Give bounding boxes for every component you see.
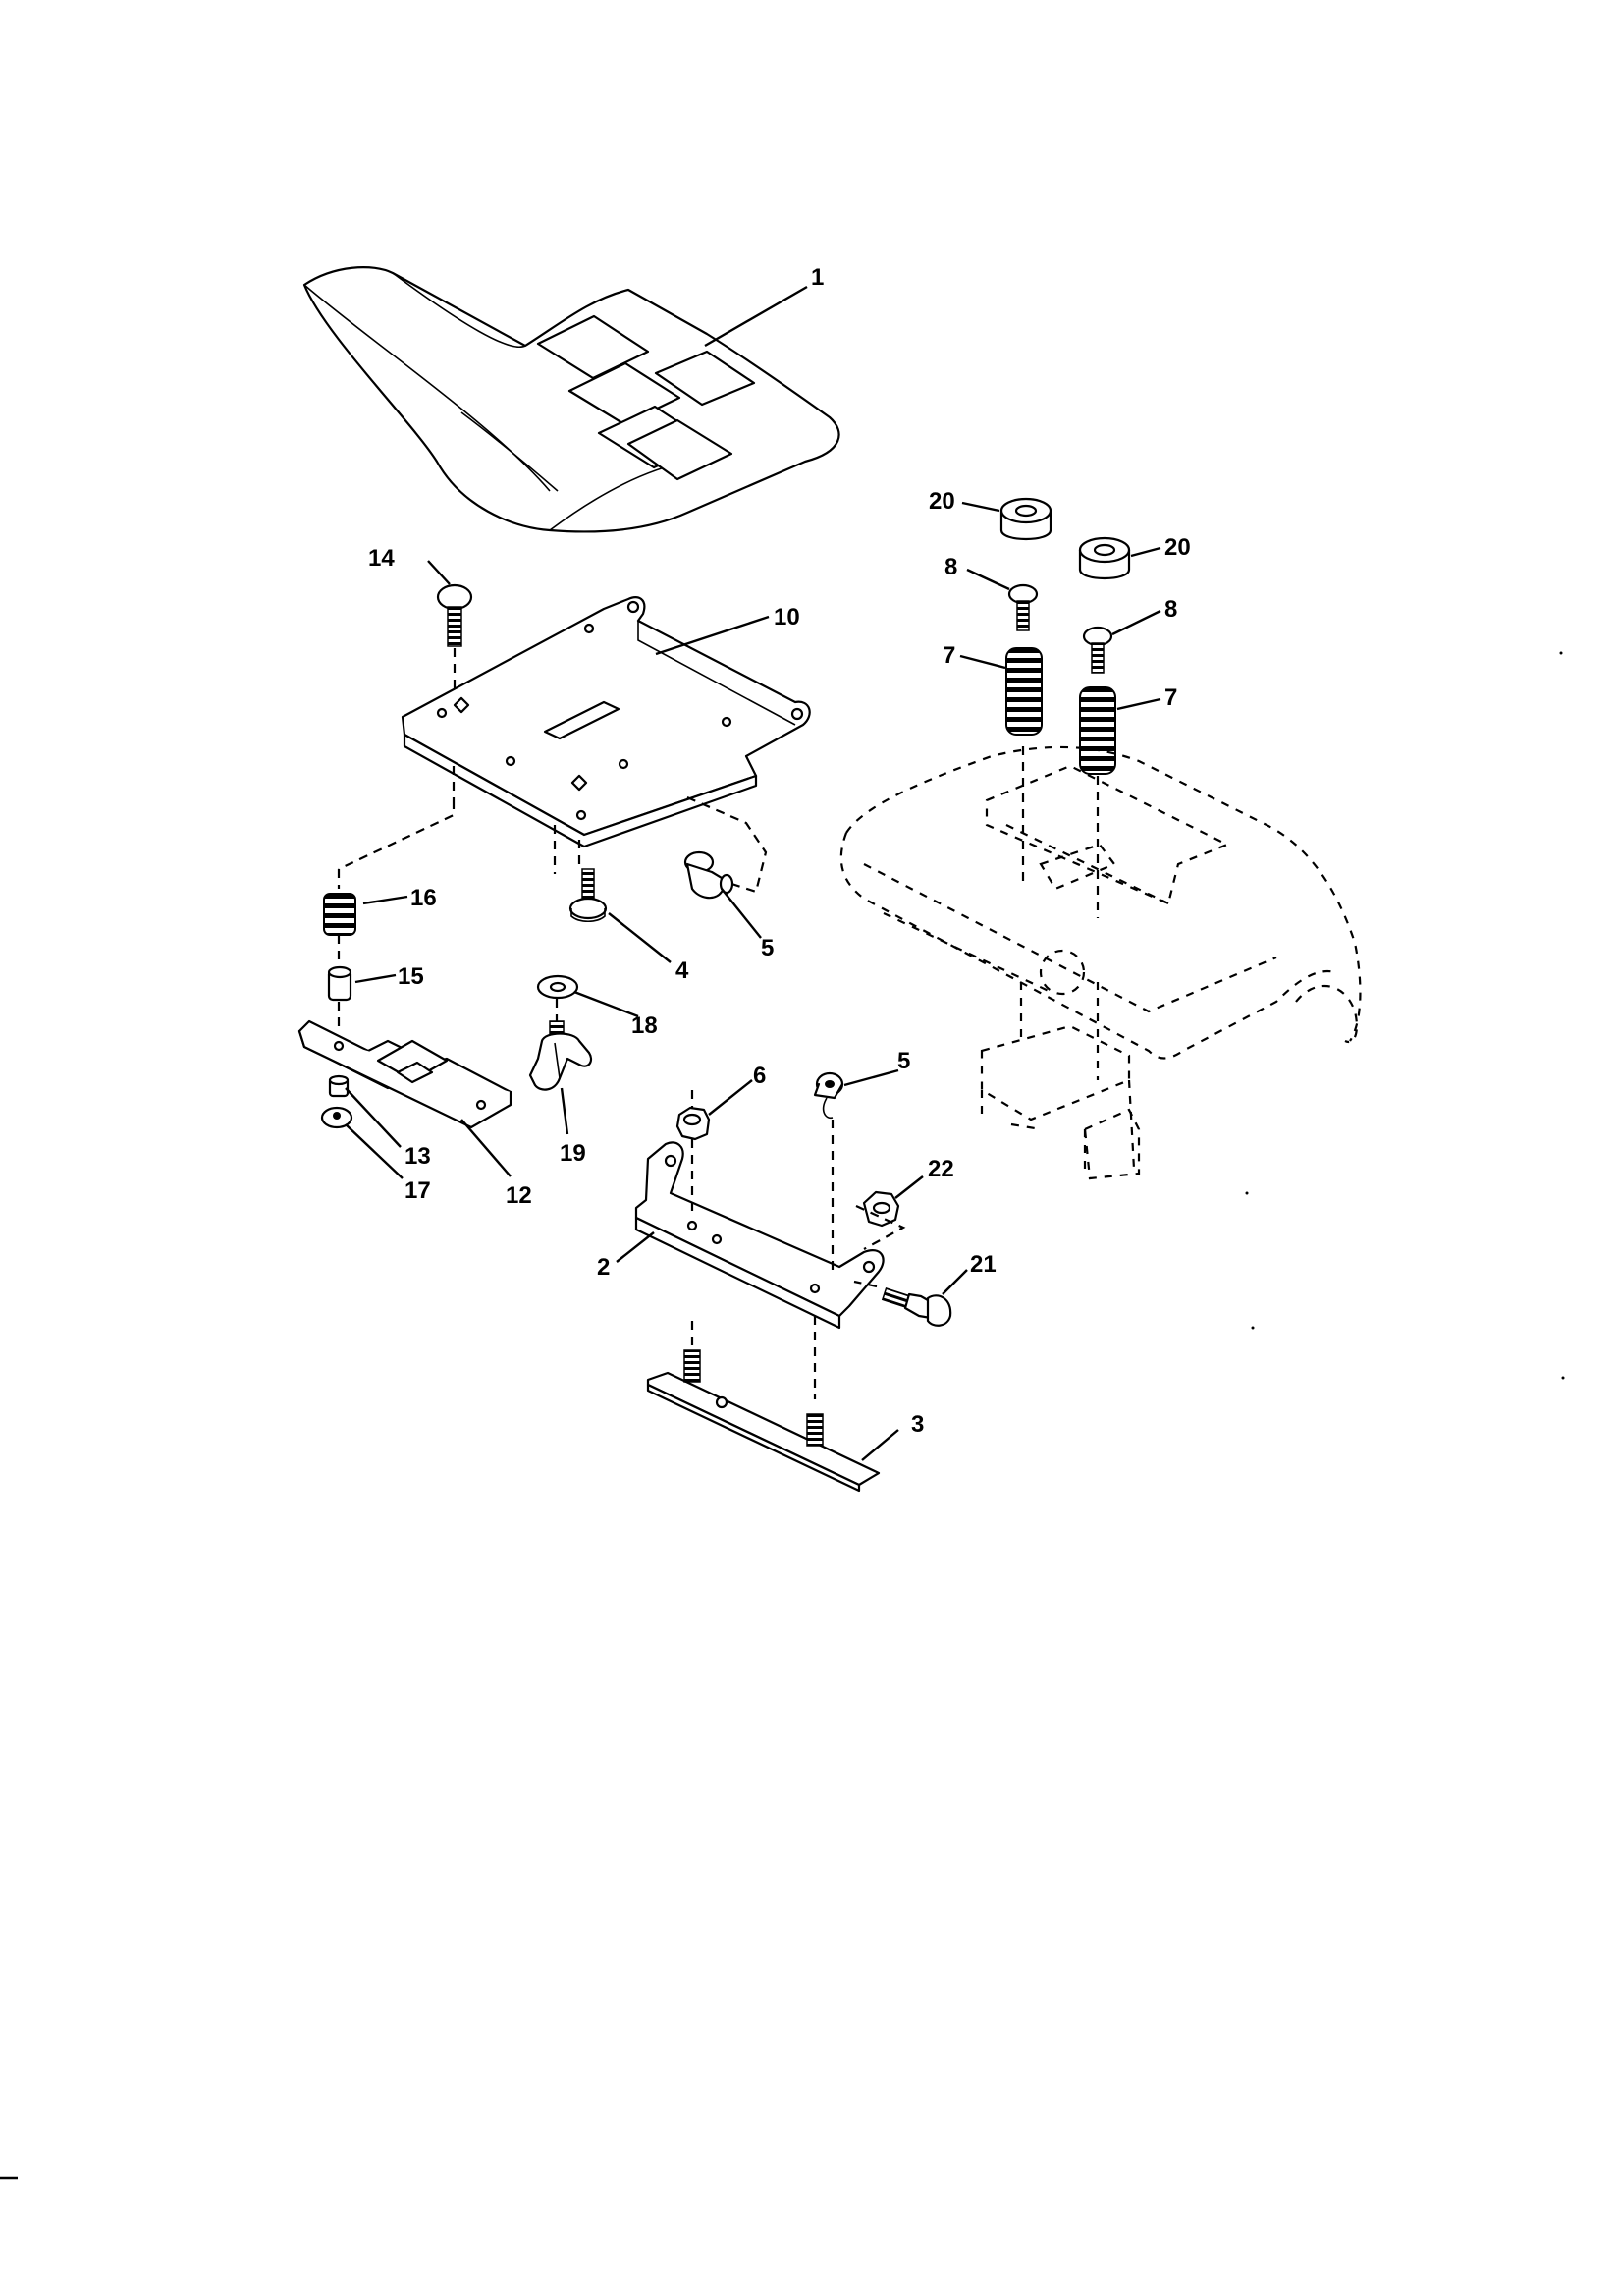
stray-mark <box>1245 1191 1249 1195</box>
callout-2: 2 <box>597 1254 610 1281</box>
stray-mark <box>1559 651 1563 655</box>
hex-nut-part <box>675 1090 711 1141</box>
callout-22: 22 <box>928 1156 954 1182</box>
shoulder-bolt-part <box>568 868 608 923</box>
seat-knob-part <box>528 999 593 1091</box>
hairpin-clip-upper-part <box>683 795 768 900</box>
callout-5a: 5 <box>761 935 774 961</box>
spring-bolt-part <box>1007 583 1039 631</box>
stray-mark <box>1251 1326 1255 1330</box>
callout-1: 1 <box>811 264 824 291</box>
seat-pan-part <box>401 596 811 874</box>
spacer-part <box>999 497 1052 540</box>
tractor-body-outline <box>839 745 1362 1180</box>
callout-17: 17 <box>404 1177 431 1204</box>
callout-7a: 7 <box>943 642 955 669</box>
seat-hinge-bracket-part <box>634 1120 885 1330</box>
seat-bracket-plate-part <box>297 1002 512 1129</box>
callout-3: 3 <box>911 1411 924 1438</box>
mounting-plate-part <box>646 1316 881 1493</box>
callout-4: 4 <box>675 957 689 984</box>
callout-14: 14 <box>368 545 395 572</box>
bushing-part <box>327 965 352 1002</box>
callout-8a: 8 <box>944 554 957 580</box>
callout-18: 18 <box>631 1012 658 1039</box>
nut-small-part <box>328 1074 350 1098</box>
seat-part <box>302 266 840 533</box>
stray-mark <box>1561 1376 1565 1380</box>
callout-15: 15 <box>398 963 424 990</box>
callout-7b: 7 <box>1164 684 1177 711</box>
callout-21: 21 <box>970 1251 997 1278</box>
flange-nut-part <box>320 1106 353 1129</box>
callout-13: 13 <box>404 1143 431 1170</box>
leader-lines <box>345 285 1161 1461</box>
spring-bolt-part <box>1082 626 1113 674</box>
callout-20b: 20 <box>1164 534 1191 561</box>
callout-12: 12 <box>506 1182 532 1209</box>
assembly-guide-line <box>338 800 456 870</box>
callout-5b: 5 <box>897 1048 910 1074</box>
callout-8b: 8 <box>1164 596 1177 623</box>
seat-spring-part <box>1005 647 1043 736</box>
callout-6: 6 <box>753 1063 766 1089</box>
lock-nut-part <box>855 1190 906 1250</box>
shoulder-screw-part <box>853 1280 952 1327</box>
seat-spring-part <box>1079 686 1116 775</box>
spacer-part <box>1078 536 1131 579</box>
washer-part <box>536 974 579 1000</box>
callout-labels: 1 2 3 4 5 5 6 7 7 8 8 10 12 13 14 15 16 … <box>368 264 1191 1438</box>
callout-20a: 20 <box>929 488 955 515</box>
callout-16: 16 <box>410 885 437 911</box>
callout-10: 10 <box>774 604 800 630</box>
callout-19: 19 <box>560 1140 586 1167</box>
spring-small-part <box>323 893 356 967</box>
hairpin-clip-lower-part <box>813 1071 844 1120</box>
